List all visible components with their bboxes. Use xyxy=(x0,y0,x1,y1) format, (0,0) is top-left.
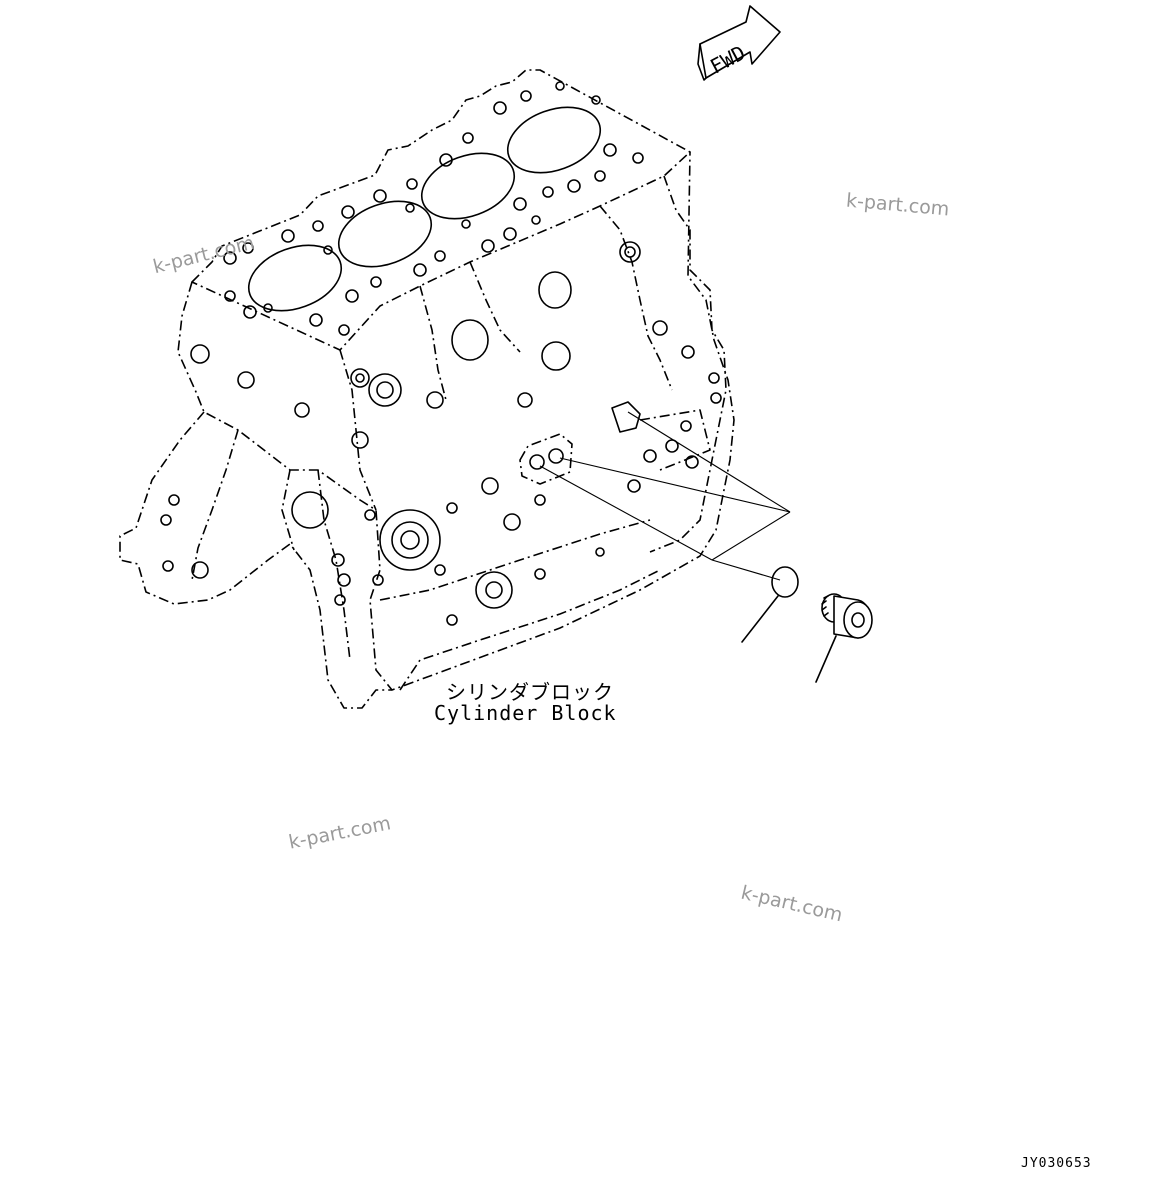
plug-part xyxy=(815,593,873,683)
side-bosses xyxy=(160,241,722,626)
drawing-id: JY030653 xyxy=(1021,1156,1092,1171)
plug-leader-line xyxy=(815,635,837,683)
fwd-arrow-icon: FWD xyxy=(697,5,781,81)
block-left-flange xyxy=(119,411,392,709)
block-front-face xyxy=(177,151,735,691)
cylinder-block xyxy=(119,69,735,709)
deck-holes xyxy=(223,81,644,336)
cylinder-bores xyxy=(247,106,602,312)
cylinder-bore-1 xyxy=(247,244,343,312)
cylinder-bore-2 xyxy=(337,200,433,268)
cylinder-bore-3 xyxy=(420,152,516,220)
part-label-japanese: シリンダブロック xyxy=(446,680,614,704)
cylinder-bore-4 xyxy=(506,106,602,174)
o-ring-part xyxy=(741,566,799,643)
o-ring-icon xyxy=(771,566,799,598)
plug-icon xyxy=(843,601,873,639)
o-ring-leader-line xyxy=(741,595,779,643)
explode-guide-lines xyxy=(539,411,791,581)
part-label-english: Cylinder Block xyxy=(434,701,617,725)
oil-port-pad xyxy=(519,401,711,485)
